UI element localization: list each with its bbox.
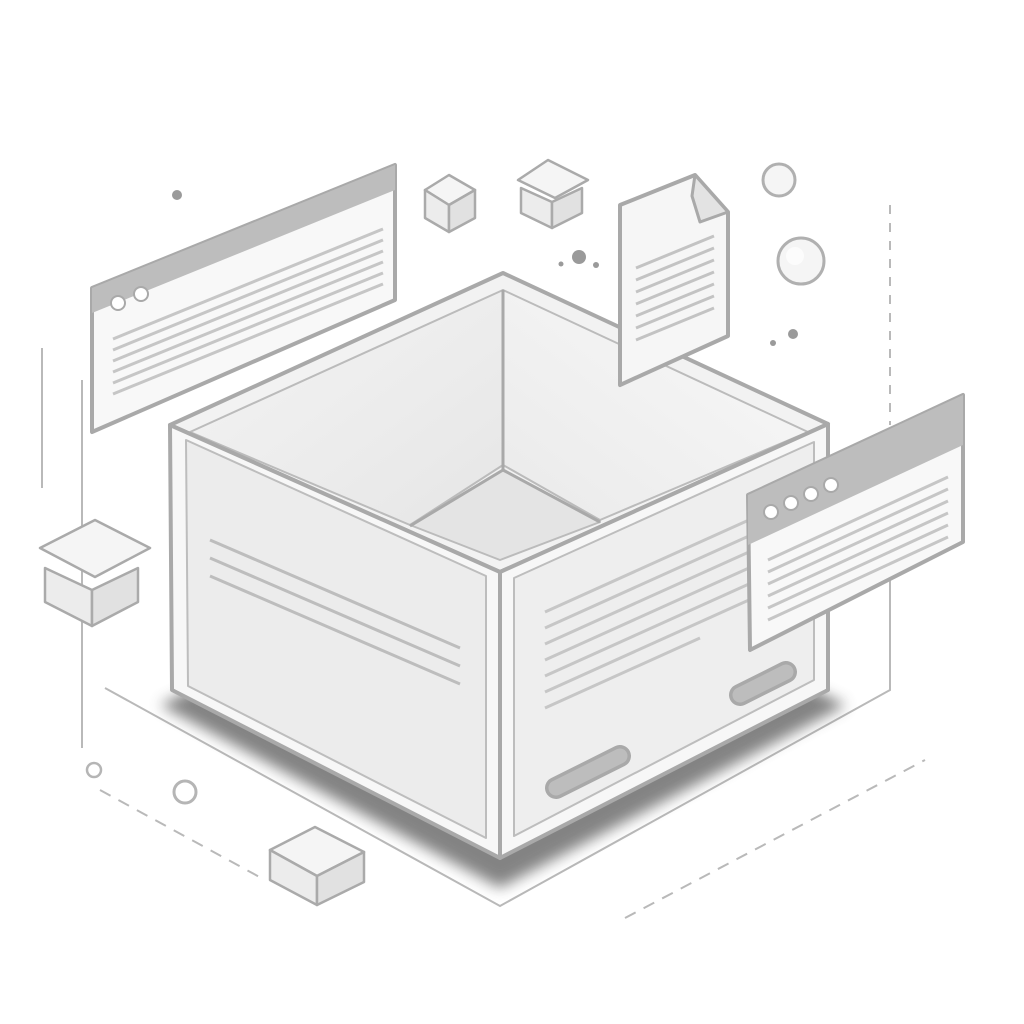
browser-window-icon: [746, 393, 965, 652]
small-box-icon: [516, 158, 590, 230]
small-box-icon: [38, 518, 152, 628]
open-box-icon: [168, 271, 830, 860]
small-box-icon: [268, 825, 366, 907]
ground-guides: [41, 205, 926, 919]
document-icon: [618, 173, 730, 387]
browser-window-icon: [90, 163, 397, 434]
box-handle: [729, 661, 797, 706]
small-box-icon: [423, 173, 477, 234]
box-handle: [545, 745, 631, 799]
bubble-icon: [85, 162, 826, 805]
